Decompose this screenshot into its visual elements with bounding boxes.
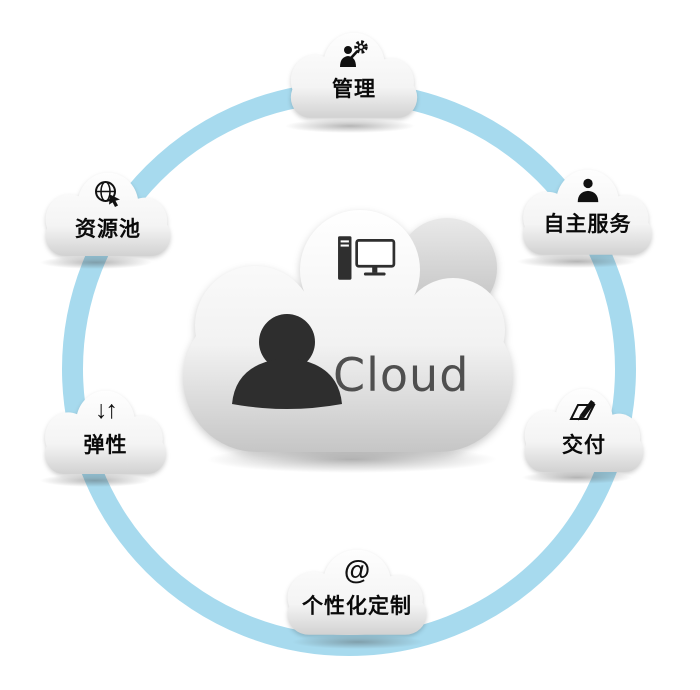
node-content: 资源池 <box>28 166 188 266</box>
node-content: 自主服务 <box>505 163 670 265</box>
cloud-shadow-top <box>285 119 415 133</box>
center-title: Cloud <box>333 348 470 402</box>
center-cloud: Cloud <box>175 208 520 456</box>
cloud-shadow-upper-left <box>40 256 152 269</box>
cloud-shadow-lower-left <box>40 474 150 487</box>
pencil-paper-icon <box>569 400 596 421</box>
cloud-node-delivery: 交付 <box>508 382 660 482</box>
cloud-node-management: 管理 <box>273 26 435 128</box>
node-content: @ 个性化定制 <box>268 543 446 645</box>
node-content: 交付 <box>508 382 660 482</box>
globe-cursor-icon <box>95 181 120 207</box>
cloud-node-resource-pool: 资源池 <box>28 166 188 266</box>
cloud-node-self-service: 自主服务 <box>505 163 670 265</box>
person-icon <box>577 178 598 203</box>
person-silhouette <box>232 314 342 409</box>
up-down-arrows-icon: ↓↑ <box>95 396 118 424</box>
node-content: ↓↑ 弹性 <box>28 384 183 484</box>
person-gear-icon <box>340 40 368 67</box>
at-sign-icon: @ <box>343 555 371 585</box>
node-label: 管理 <box>332 78 376 101</box>
node-label: 弹性 <box>83 433 128 457</box>
node-content: 管理 <box>273 26 435 128</box>
node-label: 资源池 <box>75 218 141 241</box>
node-label: 交付 <box>562 434 606 457</box>
cloud-node-customization: @ 个性化定制 <box>268 543 446 645</box>
cloud-node-elasticity: ↓↑ 弹性 <box>28 384 183 484</box>
big-cloud-shape <box>183 210 513 452</box>
cloud-shadow-upper-right <box>517 255 637 268</box>
cloud-shadow-lower-right <box>522 471 632 484</box>
node-label: 自主服务 <box>543 213 632 236</box>
node-label: 个性化定制 <box>302 594 412 618</box>
desktop-computer-icon <box>338 236 396 280</box>
cloud-shadow-bottom <box>292 635 424 649</box>
